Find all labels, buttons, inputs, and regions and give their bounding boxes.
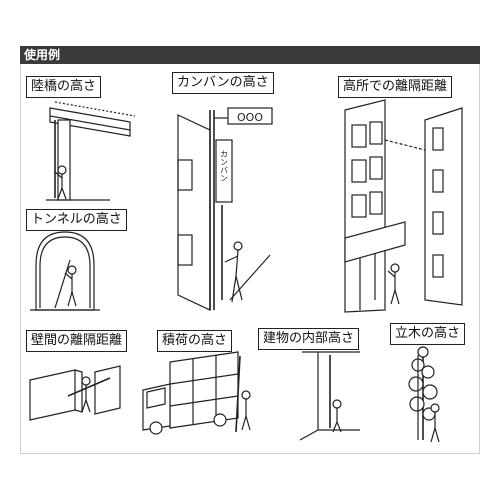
tunnel-illustration — [30, 231, 100, 311]
examples-panel — [20, 64, 480, 454]
worker-figure — [54, 120, 67, 200]
label-load-height: 積荷の高さ — [157, 330, 233, 352]
worker-figure — [332, 399, 342, 433]
label-wall-clearance: 壁間の離隔距離 — [26, 330, 128, 352]
overpass-illustration — [46, 101, 136, 201]
tree-illustration — [408, 346, 440, 443]
worker-figure — [387, 263, 400, 305]
sign-text: カンバン — [220, 150, 229, 182]
worker-figure — [81, 376, 91, 413]
worker-figure — [241, 390, 251, 431]
signal-lamps: OOO — [237, 111, 263, 124]
section-header: 使用例 — [20, 46, 480, 64]
worker-figure — [64, 265, 77, 307]
label-tunnel-height: トンネルの高さ — [26, 209, 127, 231]
label-overpass-height: 陸橋の高さ — [26, 76, 102, 98]
label-signboard-height: カンバンの高さ — [172, 72, 274, 94]
label-high-clearance: 高所での離隔距離 — [338, 76, 453, 98]
high-clearance-illustration — [344, 99, 463, 313]
signboard-illustration: OOO カンバン — [177, 107, 273, 311]
interior-illustration — [299, 351, 360, 441]
worker-figure — [221, 205, 243, 303]
truck-illustration — [142, 351, 251, 435]
section-title: 使用例 — [24, 48, 61, 62]
worker-figure — [430, 403, 440, 443]
label-interior-height: 建物の内部高さ — [258, 328, 360, 350]
walls-illustration — [29, 365, 121, 421]
label-tree-height: 立木の高さ — [390, 323, 466, 345]
